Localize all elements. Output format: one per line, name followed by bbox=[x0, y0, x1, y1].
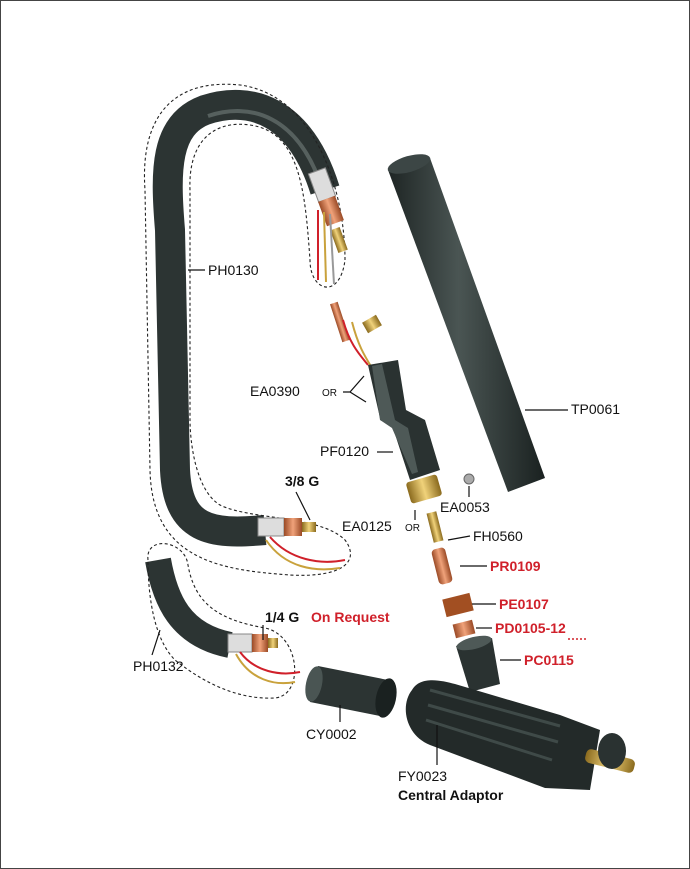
label-tp0061: TP0061 bbox=[571, 401, 620, 417]
handle-wires bbox=[330, 301, 382, 369]
small-parts bbox=[426, 473, 500, 692]
label-1-4-g: 1/4 G bbox=[265, 609, 299, 625]
label-pe0107: PE0107 bbox=[499, 596, 549, 612]
label-pc0115: PC0115 bbox=[524, 652, 574, 668]
label-ea0125-or: OR bbox=[405, 523, 420, 534]
label-on-request: On Request bbox=[311, 609, 390, 625]
label-central-adaptor: Central Adaptor bbox=[398, 787, 504, 803]
hose-ph0132 bbox=[145, 543, 301, 699]
part-fh0560 bbox=[426, 511, 444, 543]
sleeve-cy0002 bbox=[305, 666, 397, 718]
label-ea0390-or: OR bbox=[322, 388, 337, 399]
hose-ph0130-outline bbox=[143, 83, 351, 576]
part-pe0107 bbox=[442, 592, 474, 618]
handle-pf0120 bbox=[368, 360, 442, 504]
central-adaptor-fy0023 bbox=[405, 680, 635, 790]
tube-tp0061 bbox=[387, 154, 545, 492]
part-pc0115 bbox=[456, 638, 500, 692]
label-cy0002: CY0002 bbox=[306, 726, 357, 742]
hose-ph0130 bbox=[143, 83, 351, 576]
label-ph0132: PH0132 bbox=[133, 658, 184, 674]
label-pr0109: PR0109 bbox=[490, 558, 541, 574]
leader-lines bbox=[151, 269, 568, 765]
label-fy0023: FY0023 bbox=[398, 768, 447, 784]
label-ph0130: PH0130 bbox=[208, 262, 259, 278]
part-pr0109 bbox=[431, 547, 453, 585]
label-ea0125: EA0125 bbox=[342, 518, 392, 534]
label-fh0560: FH0560 bbox=[473, 528, 523, 544]
part-ea0053 bbox=[463, 473, 475, 485]
label-ea0053: EA0053 bbox=[440, 499, 490, 515]
label-ea0390: EA0390 bbox=[250, 383, 300, 399]
label-3-8-g: 3/8 G bbox=[285, 473, 319, 489]
part-pd0105-12 bbox=[452, 619, 476, 639]
label-pf0120: PF0120 bbox=[320, 443, 369, 459]
label-pd0105-12: PD0105-12 bbox=[495, 620, 566, 636]
